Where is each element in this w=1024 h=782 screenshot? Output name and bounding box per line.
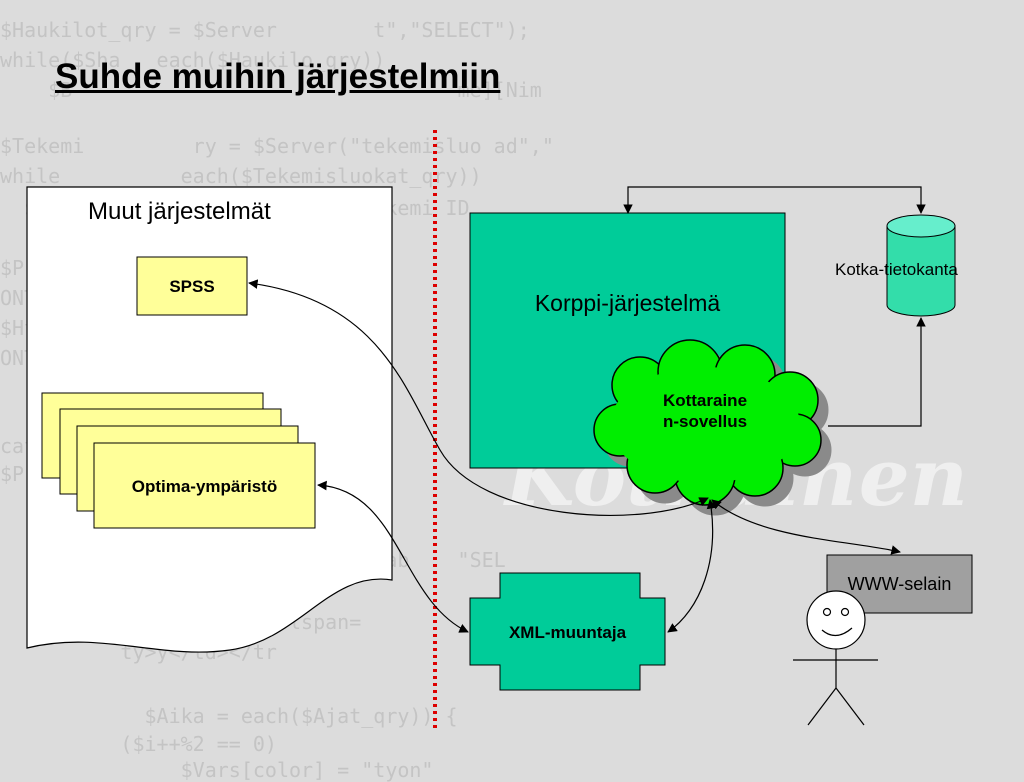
background-code-line: $Aika = each($Ajat_qry)) {: [0, 704, 458, 728]
background-code-line: while($Sha each($Haukilo_qry)): [0, 48, 386, 72]
other-systems-label: Muut järjestelmät: [88, 198, 271, 225]
www-label: WWW-selain: [847, 574, 952, 594]
connector-spss-cloud: [248, 279, 709, 516]
connector-optima-xml: [317, 480, 469, 633]
slide-title: Suhde muihin järjestelmiin: [55, 57, 501, 96]
korppi-label: Korppi-järjestelmä: [534, 290, 721, 316]
user-figure-icon: [793, 590, 878, 726]
background-code-line: $Tekemi ry = $Server("tekemisluo ad",": [0, 134, 554, 158]
background-code-line: ($i++%2 == 0): [0, 732, 277, 756]
connector-cloud-kotka: [828, 317, 926, 427]
kotka-label: Kotka-tietokanta: [835, 260, 958, 279]
optima-label: Optima-ympäristö: [131, 477, 278, 496]
spss-box[interactable]: [136, 256, 248, 316]
kottaraine-label: Kottaraine n-sovellus: [662, 391, 748, 431]
background-code-line: $B me][Nim: [0, 78, 542, 102]
xml-converter-shape[interactable]: [469, 572, 666, 691]
connector-korppi-kotka: [623, 186, 926, 214]
background-code-line: $Haukilot_qry = $Server t","SELECT");: [0, 18, 530, 42]
kotka-database-icon[interactable]: [886, 214, 956, 317]
xml-label: XML-muuntaja: [508, 623, 627, 642]
background-code-line: while each($Tekemisluokat_qry)): [0, 164, 482, 188]
connector-cloud-www: [711, 499, 901, 555]
spss-label: SPSS: [169, 277, 215, 296]
